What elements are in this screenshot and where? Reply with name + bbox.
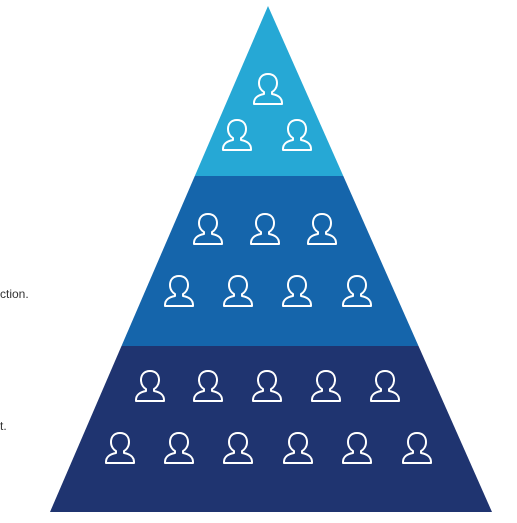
pyramid-tier-bottom: [50, 346, 492, 512]
side-text-fragment-2: t.: [0, 419, 7, 433]
side-text-fragment-1: ction.: [0, 287, 29, 301]
pyramid-tier-middle: [121, 176, 419, 346]
pyramid-tier-top: [194, 6, 344, 176]
